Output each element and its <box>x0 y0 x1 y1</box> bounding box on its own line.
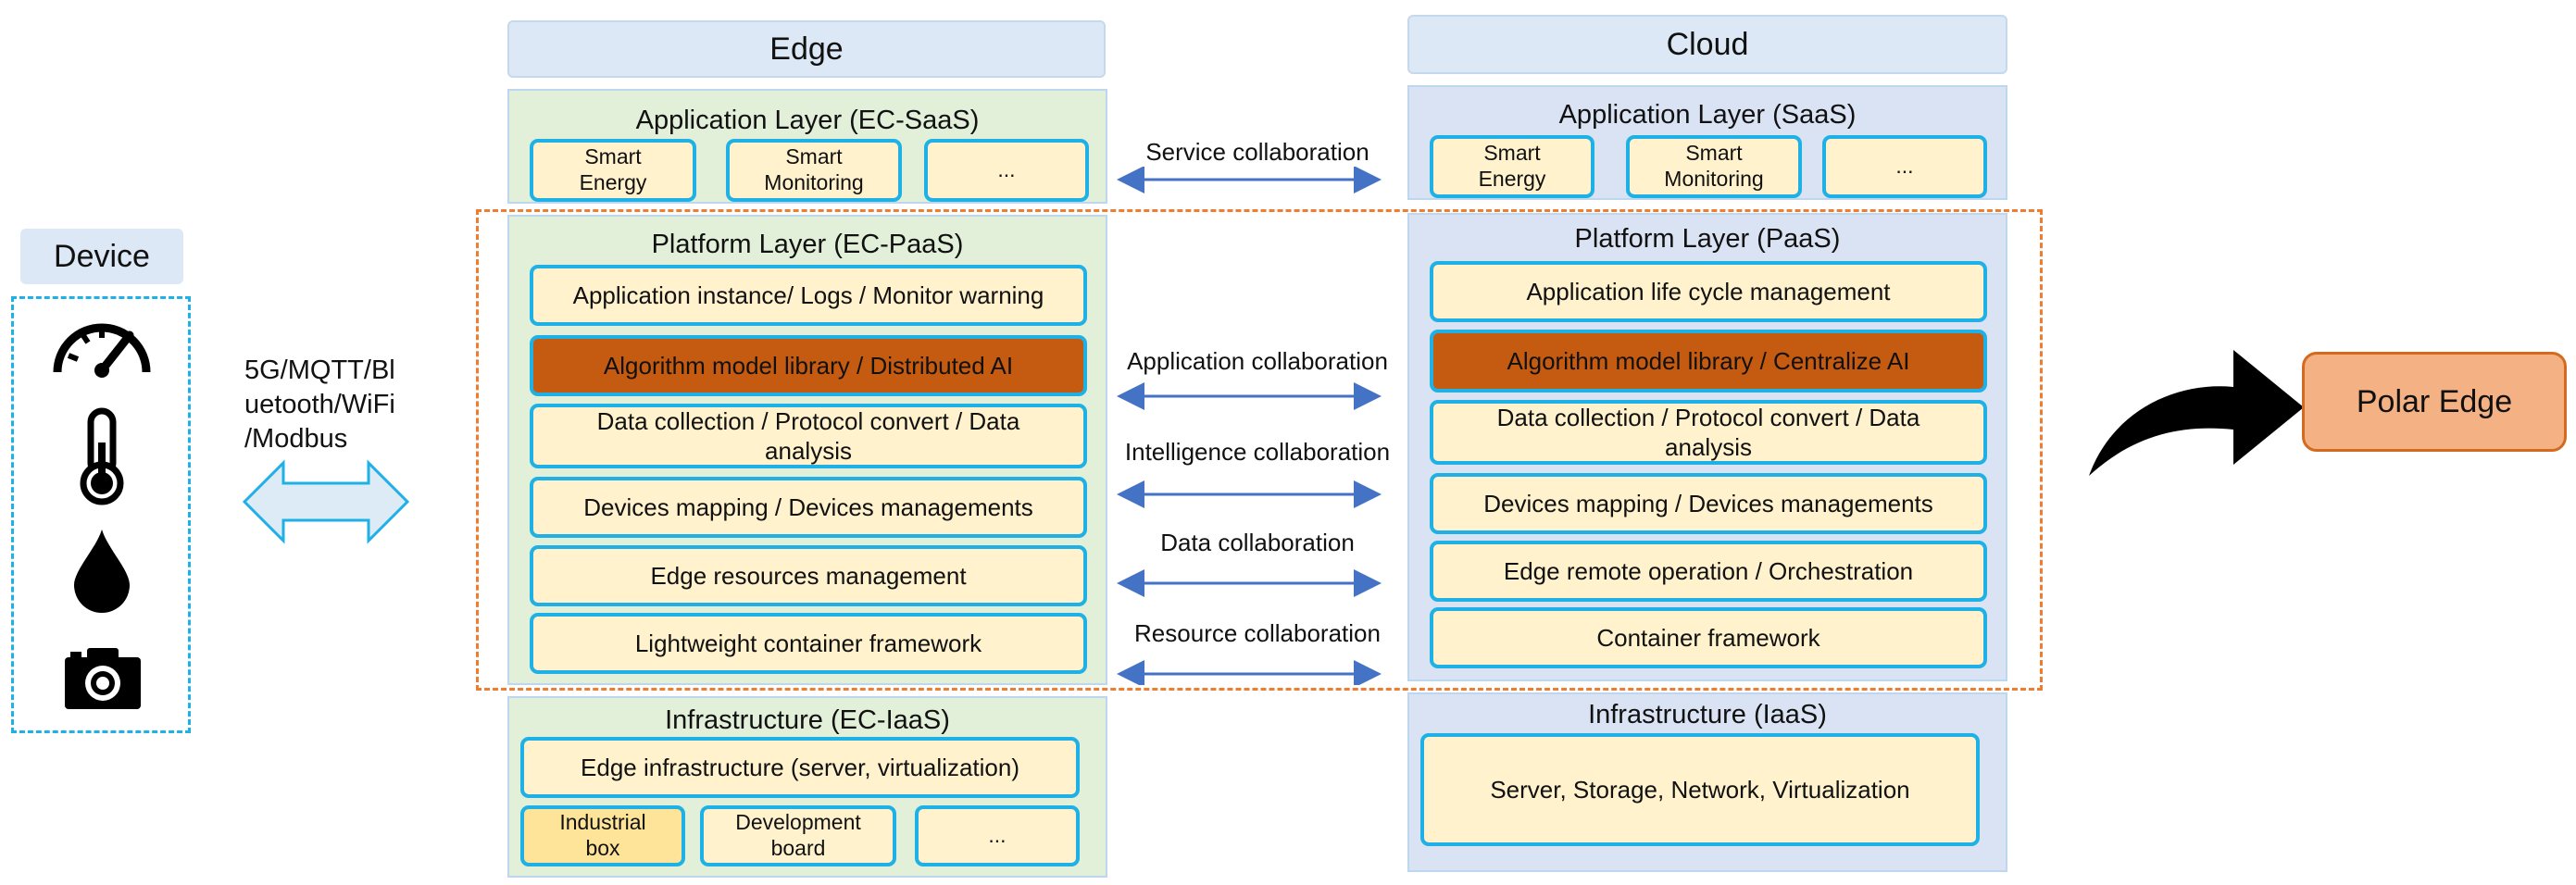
speedometer-icon <box>53 323 151 378</box>
edge-infra-item[interactable]: Industrial box <box>520 805 685 866</box>
curved-arrow-icon <box>2089 350 2304 476</box>
camera-icon <box>65 648 141 709</box>
edge-infra-item[interactable]: Development board <box>700 805 896 866</box>
edge-platform-item[interactable]: Devices mapping / Devices managements <box>530 477 1087 538</box>
cloud-platform-item[interactable]: Devices mapping / Devices managements <box>1430 473 1987 534</box>
edge-platform-layer-title: Platform Layer (EC-PaaS) <box>651 229 964 259</box>
device-icons-panel <box>11 296 191 733</box>
edge-app-layer-title: Application Layer (EC-SaaS) <box>635 105 980 135</box>
collaboration-arrows <box>1117 167 1382 685</box>
cloud-platform-item[interactable]: Application life cycle management <box>1430 261 1987 322</box>
cloud-infra-main[interactable]: Server, Storage, Network, Virtualization <box>1420 733 1980 846</box>
device-edge-double-arrow <box>242 459 410 544</box>
cloud-platform-item-highlight[interactable]: Algorithm model library / Centralize AI <box>1430 330 1987 393</box>
edge-infra-layer-title: Infrastructure (EC-IaaS) <box>665 704 950 735</box>
edge-platform-item[interactable]: Lightweight container framework <box>530 613 1087 674</box>
cloud-app-item-more[interactable]: ... <box>1822 135 1987 198</box>
edge-app-item[interactable]: Smart Energy <box>530 139 696 202</box>
cloud-platform-layer-title: Platform Layer (PaaS) <box>1574 223 1841 254</box>
collab-label-data: Data collaboration <box>1160 528 1355 556</box>
edge-platform-item-highlight[interactable]: Algorithm model library / Distributed AI <box>530 335 1087 396</box>
water-drop-icon <box>74 530 130 613</box>
cloud-platform-item[interactable]: Edge remote operation / Orchestration <box>1430 541 1987 602</box>
cloud-infra-layer-title: Infrastructure (IaaS) <box>1588 699 1827 729</box>
polar-edge-box[interactable]: Polar Edge <box>2302 352 2567 452</box>
edge-platform-item[interactable]: Data collection / Protocol convert / Dat… <box>530 404 1087 468</box>
cloud-app-layer-title: Application Layer (SaaS) <box>1558 99 1857 130</box>
collab-label-resource: Resource collaboration <box>1134 618 1381 647</box>
cloud-app-item[interactable]: Smart Energy <box>1430 135 1594 198</box>
cloud-platform-item[interactable]: Data collection / Protocol convert / Dat… <box>1430 400 1987 465</box>
device-title: Device <box>20 229 183 284</box>
edge-title: Edge <box>507 20 1106 78</box>
edge-platform-item[interactable]: Application instance/ Logs / Monitor war… <box>530 265 1087 326</box>
platform-dashed-region <box>476 209 2043 691</box>
edge-infra-main[interactable]: Edge infrastructure (server, virtualizat… <box>520 737 1080 798</box>
thermometer-icon <box>80 407 124 505</box>
cloud-platform-item[interactable]: Container framework <box>1430 607 1987 668</box>
collab-label-intelligence: Intelligence collaboration <box>1124 437 1391 466</box>
collab-label-application: Application collaboration <box>1127 346 1388 375</box>
cloud-title: Cloud <box>1407 15 2007 74</box>
cloud-app-item[interactable]: Smart Monitoring <box>1626 135 1802 198</box>
edge-app-item-more[interactable]: ... <box>924 139 1089 202</box>
edge-app-item[interactable]: Smart Monitoring <box>726 139 902 202</box>
protocol-label: 5G/MQTT/Bl uetooth/WiFi /Modbus <box>244 355 395 455</box>
collab-label-service: Service collaboration <box>1145 137 1369 166</box>
edge-platform-item[interactable]: Edge resources management <box>530 545 1087 606</box>
edge-infra-item-more[interactable]: ... <box>915 805 1080 866</box>
